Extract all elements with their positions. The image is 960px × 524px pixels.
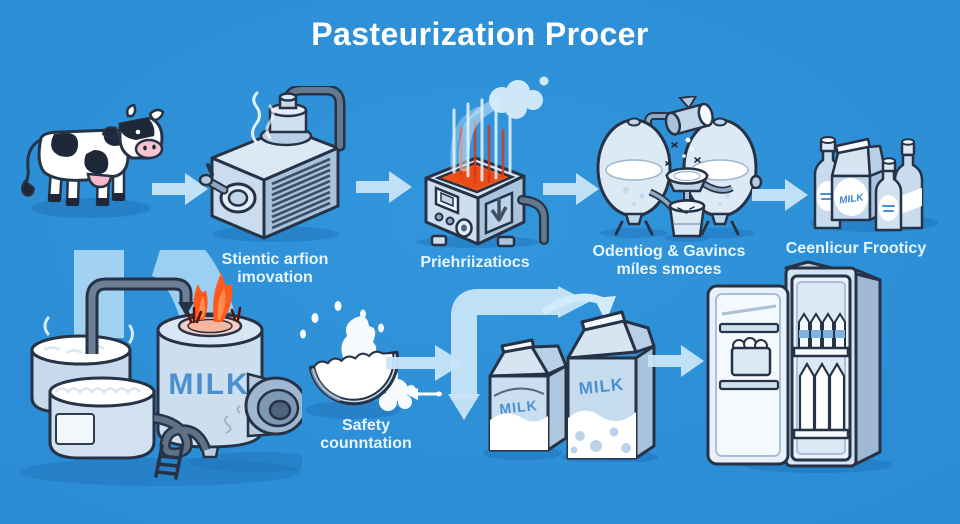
fridge-door bbox=[706, 284, 790, 466]
steam-machine-illustration bbox=[198, 86, 350, 242]
cow-shadow bbox=[31, 198, 151, 218]
milk-bottle-small bbox=[874, 157, 903, 232]
knob bbox=[434, 212, 444, 222]
packaged-milk-illustration: MILK bbox=[806, 124, 948, 236]
carton-large-label: MILK bbox=[578, 375, 625, 399]
heating-vat-illustration bbox=[398, 70, 550, 248]
door-shelf bbox=[718, 322, 780, 334]
arrow-right-icon bbox=[648, 344, 704, 378]
arrow-left-icon bbox=[402, 386, 442, 402]
shelf-cartons-large bbox=[798, 361, 846, 432]
center-bowl bbox=[665, 167, 709, 201]
step-label-steam-machine: Stientic arfion imovation bbox=[221, 251, 329, 287]
cow-muzzle bbox=[134, 138, 164, 160]
side-drum bbox=[244, 372, 302, 438]
right-tank bbox=[682, 117, 763, 236]
step-label-packaged-milk: Ceenlicur Frooticy bbox=[785, 240, 927, 257]
step-label-safety: Safety counntation bbox=[320, 417, 412, 453]
milk-carton-label: MILK bbox=[838, 192, 865, 206]
step-label-separator: Odentiog & Gavincs míles smoces bbox=[592, 243, 746, 279]
left-tank bbox=[596, 117, 672, 236]
door-bin bbox=[730, 346, 772, 377]
step-ladder bbox=[154, 444, 184, 480]
top-cylinder bbox=[664, 102, 714, 136]
vent-grille bbox=[271, 157, 331, 230]
arrow-right-icon bbox=[543, 172, 599, 206]
steam-cloud bbox=[489, 76, 549, 119]
door-shelf bbox=[718, 379, 780, 391]
fridge-shelf bbox=[792, 346, 850, 358]
boiling-station-illustration: MILK bbox=[10, 250, 302, 495]
knob bbox=[445, 216, 455, 226]
arrow-right-icon bbox=[752, 178, 808, 212]
pot-lower bbox=[48, 376, 156, 460]
dairy-cow-illustration bbox=[16, 104, 171, 224]
side-handle bbox=[749, 174, 763, 190]
separator-tanks-illustration bbox=[592, 96, 764, 242]
spigot-valve bbox=[198, 173, 214, 187]
arrow-right-icon bbox=[152, 172, 208, 206]
arrow-curved-icon bbox=[540, 288, 628, 336]
fridge-shelf bbox=[792, 428, 850, 440]
milk-tank-label: MILK bbox=[168, 368, 249, 401]
splash-bowl-illustration bbox=[293, 298, 448, 428]
cow-udder bbox=[86, 172, 113, 189]
step-label-heating-vat: Priehriizatiocs bbox=[420, 254, 530, 271]
carton-small-label: MILK bbox=[499, 397, 539, 417]
specks bbox=[665, 142, 701, 166]
bucket bbox=[668, 199, 706, 238]
splash-plume bbox=[341, 316, 377, 362]
refrigerator-illustration bbox=[698, 260, 893, 475]
flames bbox=[185, 272, 242, 324]
steam-wisps bbox=[251, 91, 275, 144]
arrow-right-icon bbox=[386, 344, 466, 382]
milk-cartons-illustration: MILK MILK bbox=[484, 300, 662, 462]
arrow-right-icon bbox=[356, 170, 412, 204]
page-title: Pasteurization Procer bbox=[311, 16, 649, 52]
